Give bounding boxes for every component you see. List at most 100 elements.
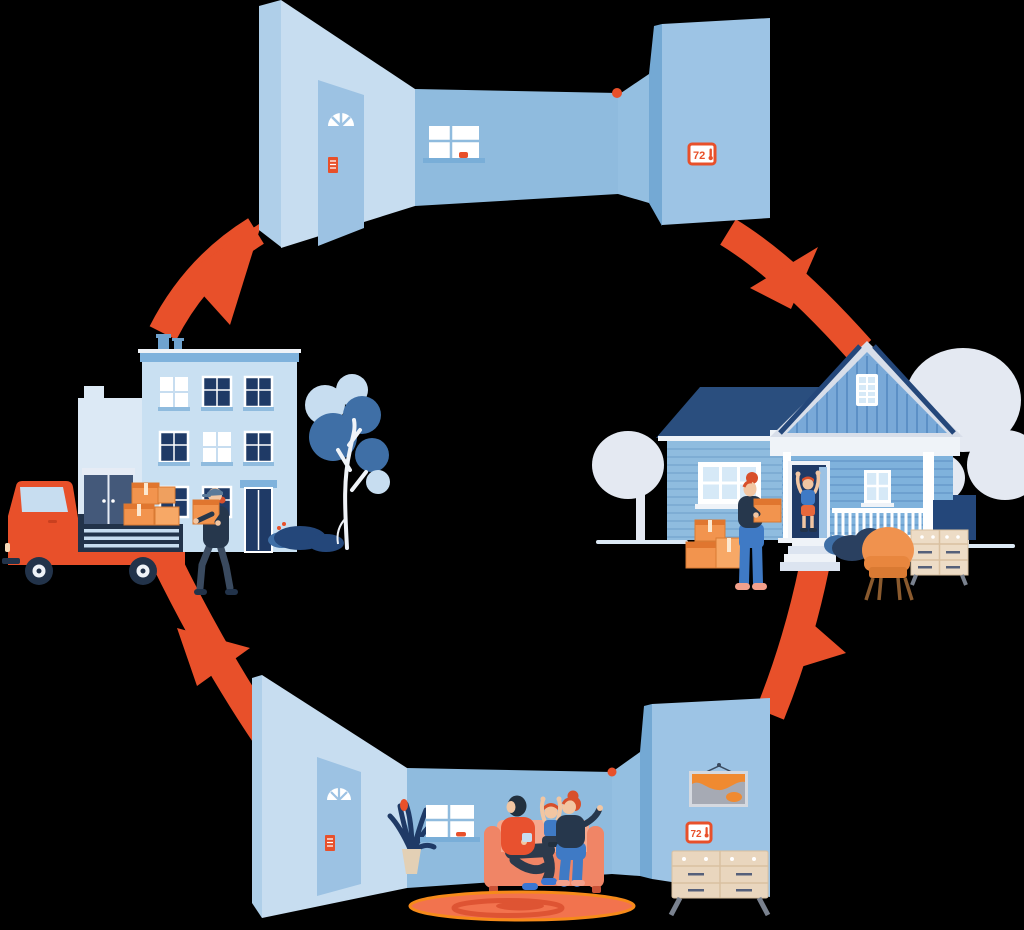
- mother-figure: [556, 790, 603, 887]
- mover-person: [192, 488, 238, 595]
- bumper: [2, 558, 20, 564]
- shoe-icon: [752, 583, 767, 590]
- room-corner-wall: [618, 74, 649, 203]
- truck-wheel-icon: [129, 557, 157, 585]
- room-right-wall: [662, 18, 770, 225]
- room-corner-wall: [612, 752, 640, 876]
- shoe-icon: [571, 880, 585, 886]
- house-window: [861, 470, 894, 507]
- scene-new-house: [592, 341, 1024, 601]
- thermometer-icon: [708, 148, 713, 161]
- moving-boxes-stack: [685, 519, 743, 569]
- shoe-icon: [556, 880, 570, 886]
- shoe-icon: [194, 589, 207, 595]
- remote-icon: [456, 832, 466, 837]
- moving-truck: [2, 481, 185, 585]
- smart-sensor-icon: [612, 88, 622, 98]
- front-door: [317, 757, 361, 896]
- arrow-left-to-top: [149, 218, 265, 340]
- ground-line: [596, 540, 688, 544]
- plant-pot: [402, 849, 421, 874]
- building-window-lit: [158, 377, 190, 411]
- house-door: [788, 461, 830, 541]
- scene-moving-out: [2, 334, 390, 595]
- potted-plant: [387, 799, 437, 874]
- building-window-lit: [201, 432, 233, 466]
- building-window-dark: [158, 430, 190, 466]
- tree-trunk: [336, 418, 368, 550]
- door-lock-icon: [325, 835, 335, 851]
- hair: [544, 803, 558, 810]
- cargo-boxes: [123, 482, 180, 526]
- arrowhead-up-left-icon: [177, 628, 250, 686]
- armchair: [862, 527, 914, 601]
- window-sill: [423, 158, 485, 163]
- room-back-wall: [415, 89, 618, 206]
- room-wall-fold: [649, 24, 662, 226]
- cornice-cap: [138, 349, 301, 353]
- scene-living-room: 72: [252, 675, 771, 922]
- rug: [408, 890, 636, 922]
- roof-vent-icon: [174, 340, 182, 352]
- street-tree: [305, 374, 390, 550]
- jeans: [739, 524, 764, 548]
- shoe-icon: [522, 883, 538, 890]
- headlight-icon: [5, 543, 10, 552]
- cap-icon: [207, 488, 223, 496]
- shoe-icon: [735, 583, 750, 590]
- wall-art: [689, 763, 748, 807]
- fanlight-window-icon: [328, 113, 354, 127]
- arrowhead-down-right-icon: [750, 247, 818, 309]
- building-entry-door: [240, 480, 277, 553]
- building-window-dark: [243, 375, 274, 411]
- attic-window: [856, 374, 878, 406]
- house: [656, 341, 976, 571]
- carried-box: [192, 499, 227, 526]
- porch-column: [783, 452, 791, 540]
- arrow-right-to-bottom: [756, 564, 846, 720]
- truck-window: [20, 487, 68, 512]
- room-wall-fold: [640, 704, 652, 879]
- dresser: [668, 850, 771, 917]
- truck-wheel-icon: [25, 557, 53, 585]
- wing-window: [695, 462, 764, 509]
- arrowhead-up-icon: [184, 222, 262, 325]
- left-wing: [667, 441, 790, 540]
- mug-icon: [522, 833, 532, 842]
- smart-sensor-icon: [607, 767, 617, 777]
- mug-icon: [459, 152, 468, 158]
- building-window-dark: [201, 375, 233, 411]
- front-door: [318, 80, 364, 246]
- sweater: [501, 817, 535, 855]
- door-lock-icon: [328, 157, 338, 173]
- torso: [556, 815, 585, 848]
- room-left-edge: [252, 675, 262, 918]
- flower-icon: [400, 799, 408, 811]
- carried-box: [745, 498, 782, 523]
- window-sill: [420, 837, 480, 842]
- thermostat-value: 72: [693, 150, 705, 162]
- child-in-doorway: [795, 470, 821, 532]
- head: [562, 800, 576, 814]
- scene-empty-room: 72: [259, 0, 770, 248]
- room-left-edge: [259, 0, 281, 247]
- porch-steps: [780, 538, 840, 571]
- woman-with-box: [735, 472, 782, 590]
- shoe-icon: [225, 589, 238, 595]
- arrow-top-to-right: [720, 219, 872, 360]
- game-controller-icon: [548, 842, 559, 847]
- roof-vent-icon: [158, 336, 169, 352]
- arrowhead-down-left-icon: [791, 612, 846, 670]
- chair-legs: [864, 577, 914, 601]
- thermostat-value: 72: [691, 829, 703, 840]
- father-figure: [501, 795, 557, 890]
- dresser-legs: [668, 896, 771, 917]
- dresser-outdoor: [910, 495, 976, 586]
- fanlight-window-icon: [327, 788, 351, 801]
- room-window: [420, 805, 480, 842]
- door-handle-icon: [48, 520, 57, 523]
- thermometer-icon: [704, 827, 709, 838]
- thermostat: 72: [685, 821, 713, 844]
- porch-column: [923, 452, 934, 540]
